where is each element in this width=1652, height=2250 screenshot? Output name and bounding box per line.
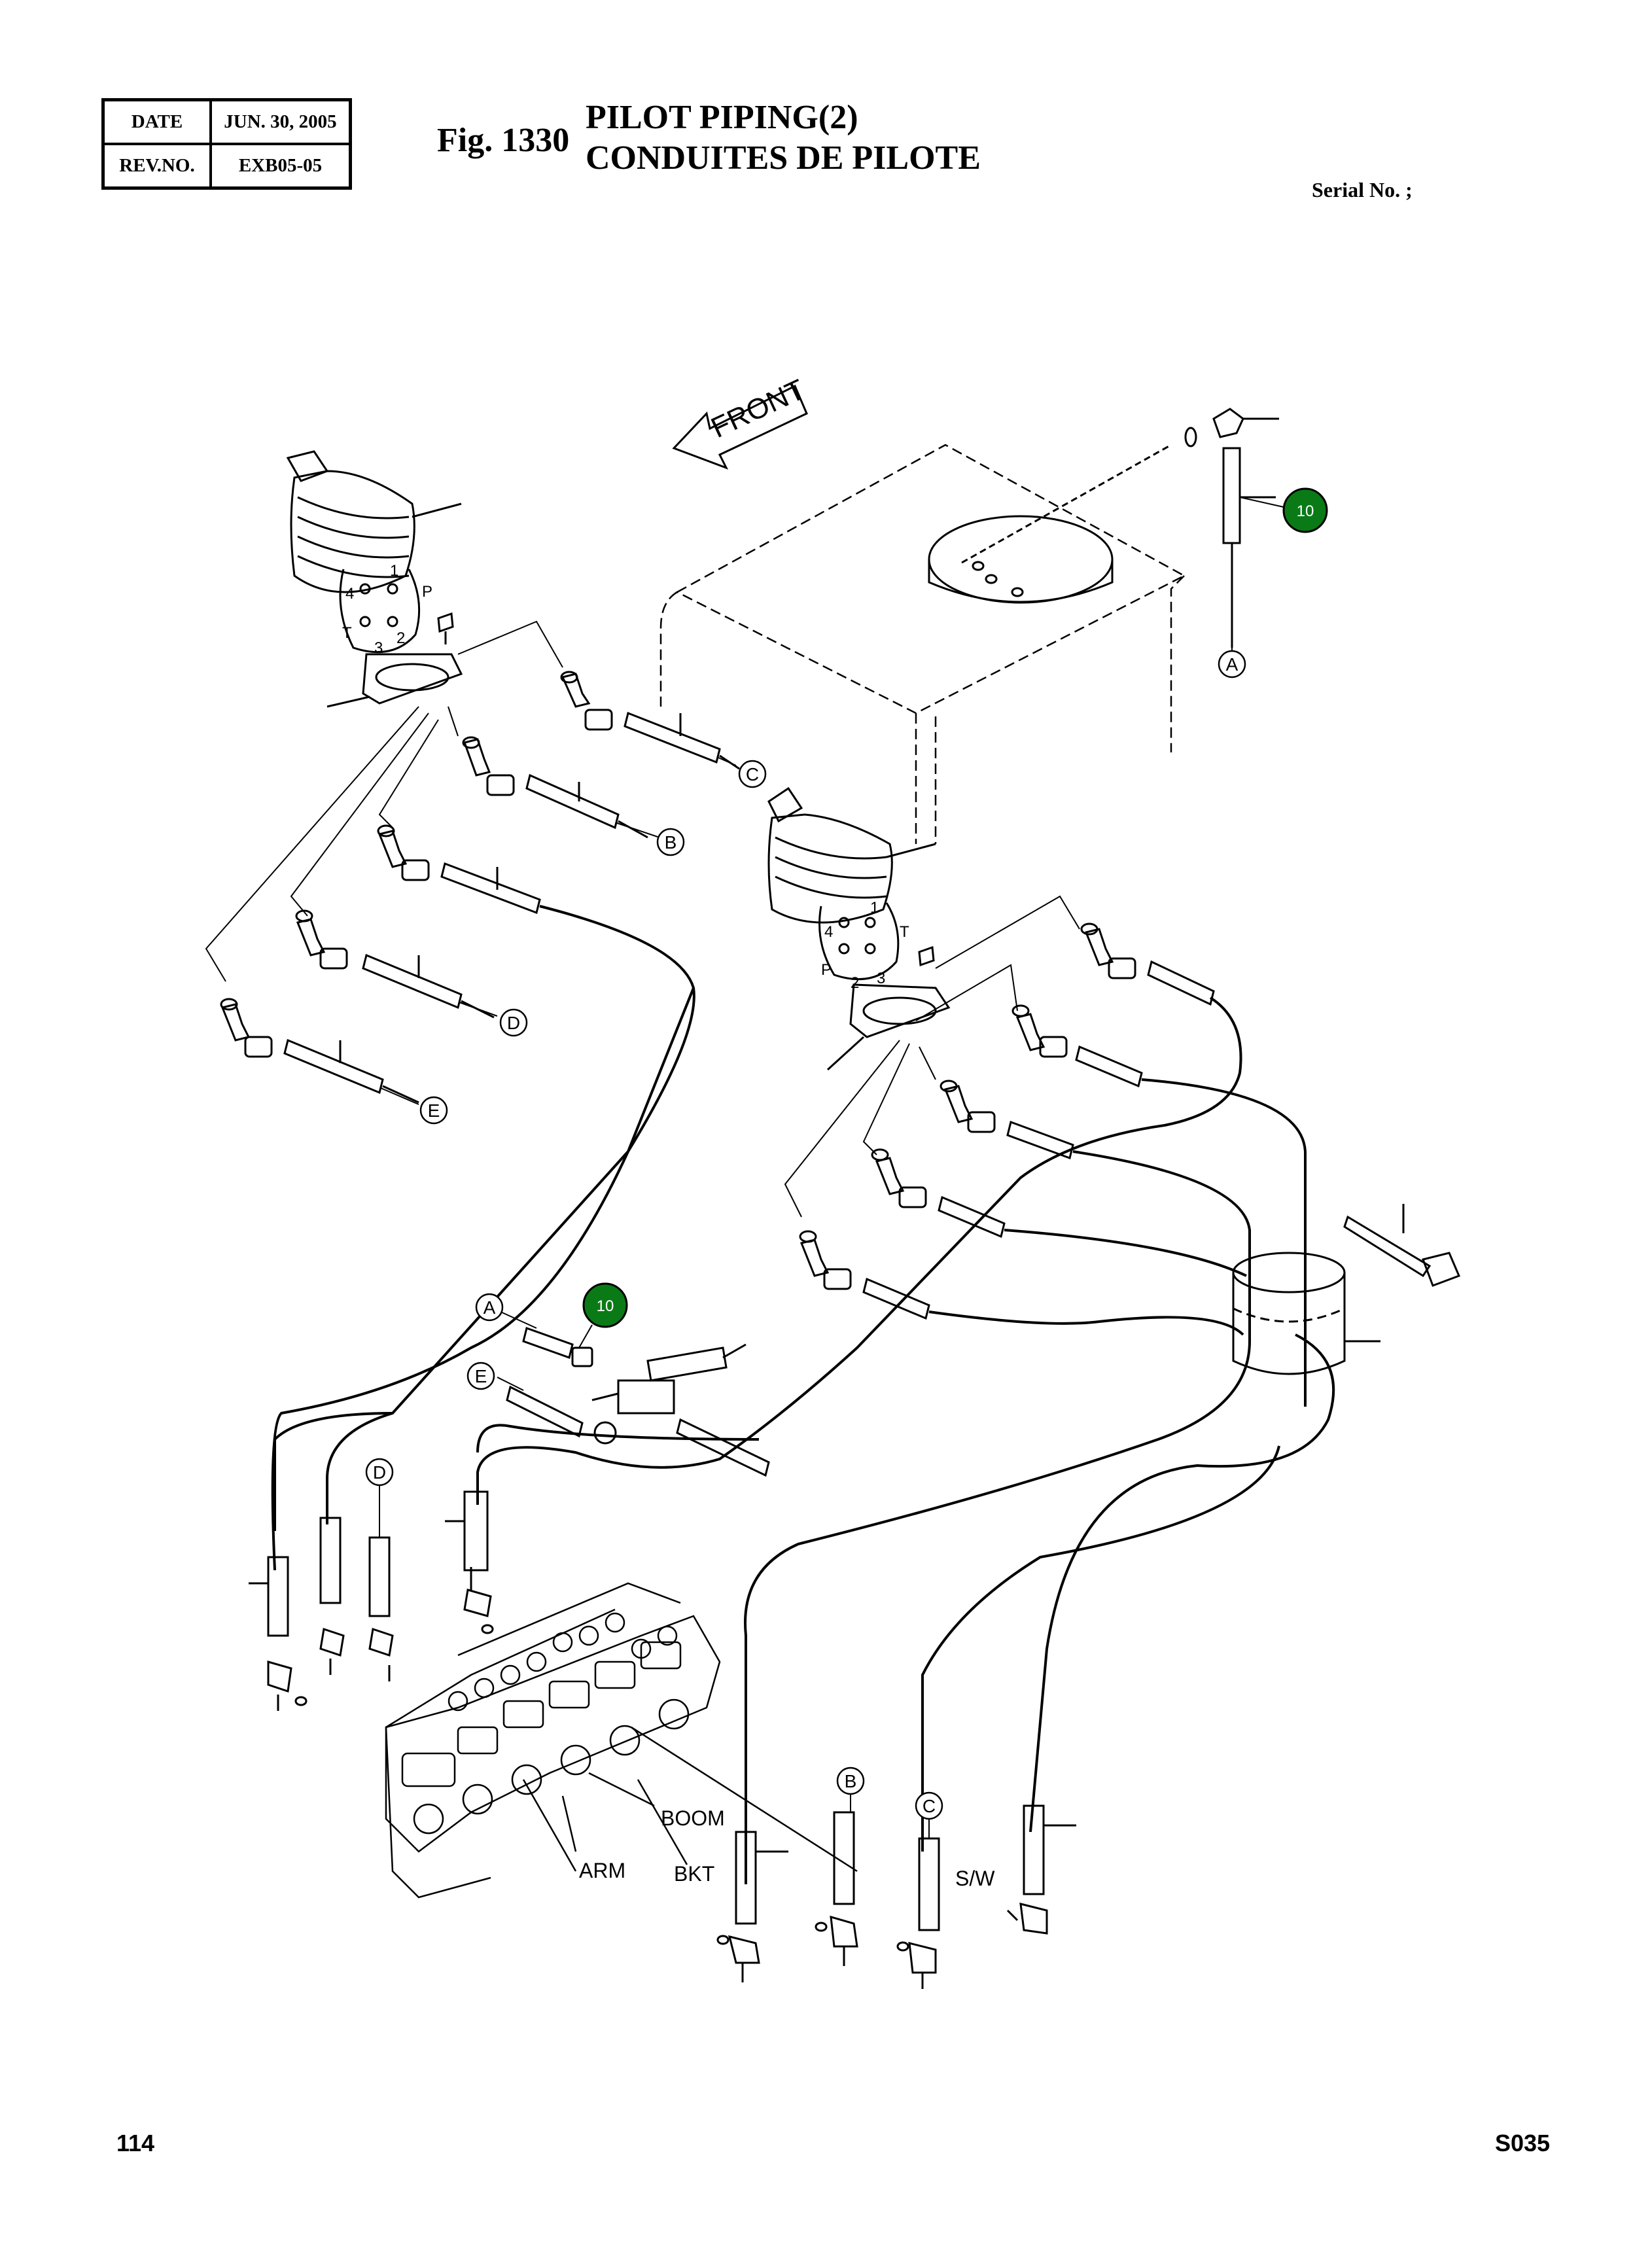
callout-d-bottom: D — [365, 1458, 394, 1486]
svg-text:C: C — [746, 764, 759, 784]
page-number: 114 — [116, 2130, 155, 2156]
callout-e-top: E — [419, 1096, 448, 1125]
tank-outline — [659, 444, 1186, 844]
callouts: A C B D E A E D B C — [365, 650, 1246, 1820]
right-pilot-lines — [784, 895, 1080, 1218]
port-label: T — [342, 624, 352, 642]
svg-text:A: A — [1226, 654, 1239, 675]
section-code: S035 — [1495, 2130, 1551, 2156]
serial-number-label: Serial No. ; — [1312, 178, 1413, 202]
port-label: 1 — [390, 562, 398, 580]
valve-hose-ends-right — [716, 1804, 1076, 1989]
callout-c-bottom: C — [915, 1791, 943, 1820]
title-french: CONDUITES DE PILOTE — [586, 139, 981, 177]
swing-label: S/W — [955, 1867, 995, 1890]
callout-b-top: B — [656, 828, 685, 856]
callout-e-center: E — [466, 1362, 495, 1390]
callout-b-bottom: B — [836, 1767, 865, 1795]
date-label: DATE — [101, 98, 212, 145]
valve-labels: BOOM ARM BKT S/W — [579, 1806, 995, 1890]
date-value: JUN. 30, 2005 — [209, 98, 352, 145]
port-label: 2 — [851, 974, 859, 992]
svg-text:C: C — [923, 1796, 936, 1816]
svg-text:E: E — [428, 1100, 440, 1121]
callout-c-top: C — [738, 760, 767, 788]
left-joystick-ports: 1 4 P T 3 2 — [342, 562, 432, 657]
port-label: 4 — [824, 923, 833, 941]
callout-a-center: A — [475, 1293, 504, 1322]
svg-text:B: B — [665, 832, 677, 853]
left-pilot-lines — [205, 620, 563, 982]
boom-label: BOOM — [661, 1806, 725, 1830]
part-badge-10-center: 10 — [578, 1282, 628, 1348]
center-tee-assembly — [506, 1327, 770, 1477]
valve-hose-ends-left — [249, 1490, 494, 1711]
port-label: T — [900, 923, 909, 941]
control-valve — [385, 1582, 858, 1899]
rev-value: EXB05-05 — [209, 143, 352, 190]
svg-text:10: 10 — [1297, 502, 1314, 520]
bkt-label: BKT — [674, 1862, 714, 1886]
hose-clamp — [1232, 1204, 1460, 1375]
long-hoses — [271, 905, 1335, 1884]
callout-leaders — [379, 648, 1233, 1838]
rev-label: REV.NO. — [101, 143, 212, 190]
front-label: FRONT — [707, 374, 810, 444]
right-hose-fittings — [799, 923, 1215, 1320]
callout-d-top: D — [499, 1008, 528, 1037]
svg-text:10: 10 — [597, 1297, 614, 1315]
tank-cap — [928, 444, 1172, 604]
part-badges: 10 10 — [578, 487, 1328, 1348]
return-hose-a — [1184, 408, 1279, 648]
svg-text:E: E — [475, 1366, 487, 1386]
port-label: 2 — [396, 629, 405, 647]
port-label: P — [422, 583, 432, 601]
arm-label: ARM — [579, 1859, 625, 1882]
right-joystick-ports: 1 4 T P 2 3 — [821, 899, 909, 992]
svg-text:D: D — [373, 1462, 386, 1483]
port-label: 4 — [345, 585, 354, 603]
figure-number: Fig. 1330 — [437, 122, 570, 159]
port-label: P — [821, 961, 832, 979]
port-label: 3 — [877, 970, 885, 987]
title-english: PILOT PIPING(2) — [586, 99, 858, 136]
svg-text:D: D — [507, 1013, 520, 1033]
part-badge-10-top: 10 — [1239, 487, 1328, 533]
left-hose-fittings — [220, 671, 740, 1104]
svg-text:A: A — [483, 1297, 496, 1318]
front-arrow: FRONT — [672, 374, 810, 470]
port-label: 1 — [870, 899, 879, 917]
svg-text:B: B — [845, 1771, 857, 1791]
right-joystick — [767, 786, 951, 1071]
callout-a-top: A — [1218, 650, 1246, 678]
revision-table: DATE JUN. 30, 2005 REV.NO. EXB05-05 — [101, 98, 352, 190]
port-label: 3 — [374, 639, 383, 657]
left-joystick — [286, 450, 463, 708]
